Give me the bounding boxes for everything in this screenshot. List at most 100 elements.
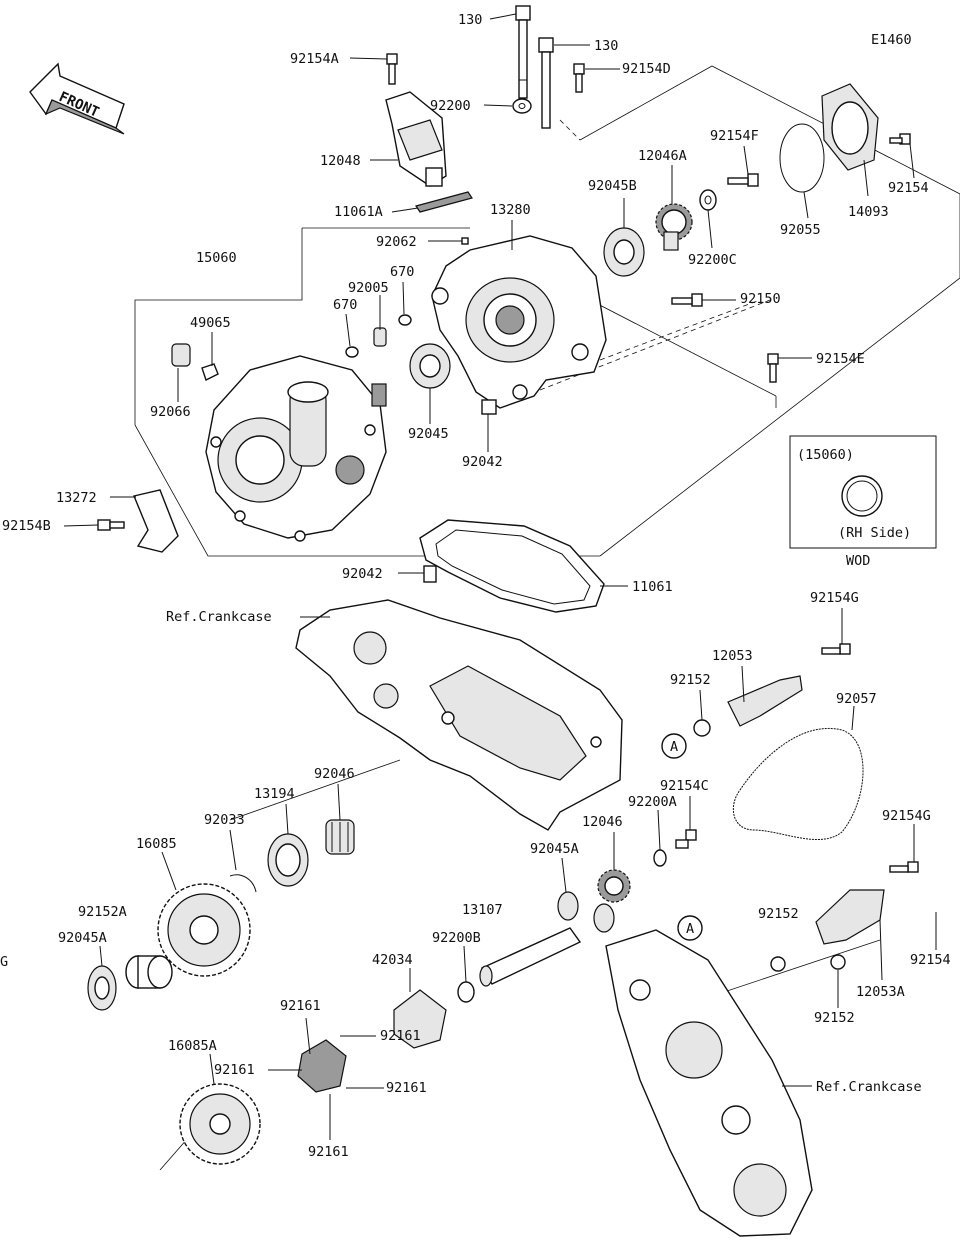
callout-13194: 13194 xyxy=(254,786,295,802)
chain-92057-icon xyxy=(732,728,864,841)
pin-92042-icon xyxy=(481,399,497,415)
front-arrow-icon: FRONT xyxy=(29,62,125,135)
inset-part-label: (15060) xyxy=(797,447,854,463)
oring-670-b-icon xyxy=(345,346,359,358)
gear-16085-icon xyxy=(157,883,251,977)
callout-92161-a: 92161 xyxy=(280,998,321,1014)
callout-130-b: 130 xyxy=(594,38,618,54)
tensioner-12048-icon xyxy=(385,91,447,187)
callout-92152a: 92152A xyxy=(78,904,127,920)
bolt-92154b-icon xyxy=(97,519,125,531)
callout-92057: 92057 xyxy=(836,691,877,707)
callout-92062: 92062 xyxy=(376,234,417,250)
bolt-92154-top-icon xyxy=(889,133,911,145)
callout-92161-e: 92161 xyxy=(308,1144,349,1160)
callout-92154f: 92154F xyxy=(710,128,759,144)
bolt-92154c-icon xyxy=(675,829,697,849)
callout-92154d: 92154D xyxy=(622,61,671,77)
callout-49065: 49065 xyxy=(190,315,231,331)
ref-crankcase-upper: Ref.Crankcase xyxy=(166,609,272,625)
bolt-130-b-icon xyxy=(538,37,554,129)
bearing-13194-icon xyxy=(267,833,309,887)
callout-92150: 92150 xyxy=(740,291,781,307)
callout-670-a: 670 xyxy=(390,264,414,280)
ref-marker-a-1: A xyxy=(661,733,687,759)
gear-12046-icon xyxy=(597,869,631,903)
ref-crankcase-lower: Ref.Crankcase xyxy=(816,1079,922,1095)
callout-14093: 14093 xyxy=(848,204,889,220)
callout-92200: 92200 xyxy=(430,98,471,114)
oring-92055-icon xyxy=(779,123,825,193)
bolt-92154d-icon xyxy=(573,63,585,93)
clutch-42034-icon xyxy=(393,989,447,1049)
gasket-11061-icon xyxy=(419,519,605,613)
inset-box: (15060) (RH Side) WOD xyxy=(789,435,937,569)
callout-92200b: 92200B xyxy=(432,930,481,946)
cover-assembly-15060-icon xyxy=(205,355,387,542)
callout-15060: 15060 xyxy=(196,250,237,266)
callout-92154-lower: 92154 xyxy=(910,952,951,968)
callout-670-b: 670 xyxy=(333,297,357,313)
callout-92154g-lower: 92154G xyxy=(882,808,931,824)
callout-12046a: 12046A xyxy=(638,148,687,164)
circlip-92033-icon xyxy=(229,874,257,893)
callout-92200c: 92200C xyxy=(688,252,737,268)
diagram-code: E1460 xyxy=(871,32,912,48)
callout-92055: 92055 xyxy=(780,222,821,238)
bearing-92045a-right-icon xyxy=(557,891,615,933)
callout-92154-top: 92154 xyxy=(888,180,929,196)
callout-92045a-mid: 92045A xyxy=(530,841,579,857)
callout-labels: 130 130 92154A 92154D 92200 12048 11061A… xyxy=(0,12,951,1160)
crankcase-upper-icon xyxy=(295,599,623,831)
pin-92042-lower-icon xyxy=(423,565,437,583)
pin-92062-icon xyxy=(461,237,469,245)
plug-92066-icon xyxy=(171,343,191,367)
oring-670-a-icon xyxy=(398,314,412,326)
callout-92042-lower: 92042 xyxy=(342,566,383,582)
gear-12046a-icon xyxy=(655,203,693,251)
callout-92005: 92005 xyxy=(348,280,389,296)
bolt-92154f-icon xyxy=(727,173,759,187)
inset-side-label: (RH Side) xyxy=(838,525,911,541)
gasket-11061a-icon xyxy=(415,191,473,213)
callout-130-a: 130 xyxy=(458,12,482,28)
washer-92200b-icon xyxy=(457,981,475,1003)
collar-92152-upper-icon xyxy=(693,719,711,737)
callout-92046: 92046 xyxy=(314,766,355,782)
bolt-92154g-upper-icon xyxy=(821,643,851,655)
callout-g: G xyxy=(0,954,8,970)
washer-92200c-icon xyxy=(699,189,717,211)
leader-lines xyxy=(63,13,937,1140)
bolt-130-a-icon xyxy=(515,5,531,99)
cam-92161-icon xyxy=(297,1039,347,1093)
gear-16085a-icon xyxy=(179,1083,261,1165)
washer-92200a-icon xyxy=(653,849,667,867)
callout-92154g-upper: 92154G xyxy=(810,590,859,606)
callout-92033: 92033 xyxy=(204,812,245,828)
callout-92154a: 92154A xyxy=(290,51,339,67)
ref-marker-a-2: A xyxy=(677,915,703,941)
callout-92152-upper: 92152 xyxy=(670,672,711,688)
callout-92045: 92045 xyxy=(408,426,449,442)
bearing-92045a-left-icon xyxy=(87,965,117,1011)
callout-12048: 12048 xyxy=(320,153,361,169)
callout-12053: 12053 xyxy=(712,648,753,664)
callout-92045b: 92045B xyxy=(588,178,637,194)
collar-92152-lower-left-icon xyxy=(770,956,786,972)
assembly-outline xyxy=(134,65,960,1171)
callout-13280: 13280 xyxy=(490,202,531,218)
guide-12053-icon xyxy=(727,675,803,727)
callout-11061: 11061 xyxy=(632,579,673,595)
callout-92161-b: 92161 xyxy=(214,1062,255,1078)
callout-12046: 12046 xyxy=(582,814,623,830)
callout-13272: 13272 xyxy=(56,490,97,506)
callout-13107: 13107 xyxy=(462,902,503,918)
callout-16085: 16085 xyxy=(136,836,177,852)
cap-14093-icon xyxy=(821,83,879,171)
cover-13280-icon xyxy=(431,235,607,409)
crankcase-lower-icon xyxy=(605,929,813,1237)
bracket-13272-icon xyxy=(133,489,179,553)
needle-bearing-92046-icon xyxy=(325,819,355,855)
spring-92005-icon xyxy=(373,327,387,347)
